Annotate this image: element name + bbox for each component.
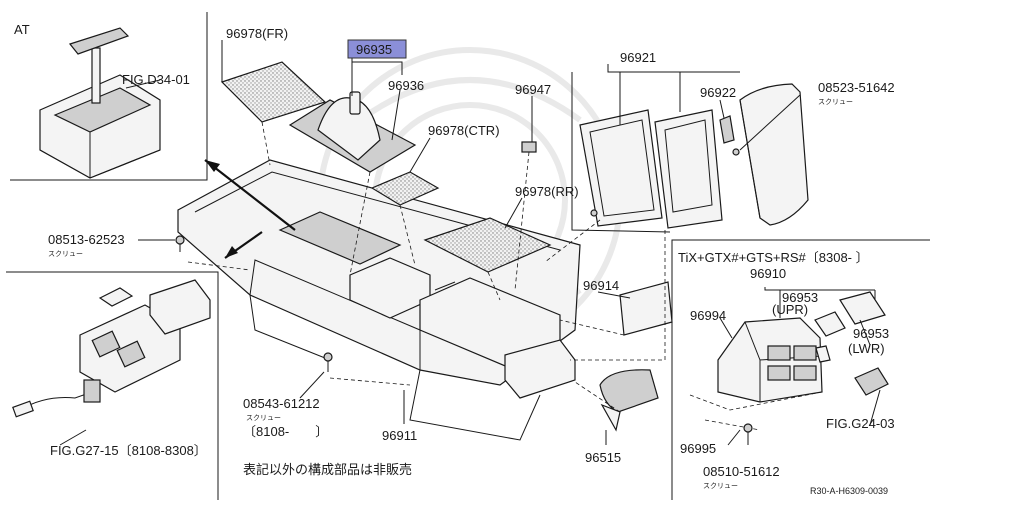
label-96914[interactable]: 96914	[583, 278, 619, 293]
label-96953-upr[interactable]: 96953	[782, 290, 818, 305]
label-08543[interactable]: 08543-61212	[243, 396, 320, 411]
frame-96921	[579, 109, 663, 227]
lid-96914	[619, 281, 673, 336]
console-opening	[278, 211, 402, 265]
cover-96953-lwr	[815, 345, 831, 363]
label-08523-jp: スクリュー	[818, 98, 853, 106]
note-jp: 表記以外の構成部品は非販売	[243, 462, 412, 477]
label-upr: (UPR)	[772, 302, 808, 317]
armrest-lid	[739, 83, 809, 226]
highlight-96935	[347, 39, 407, 59]
label-96994[interactable]: 96994	[690, 308, 726, 323]
pocket-lwr	[854, 367, 889, 396]
label-fig-g27: FIG.G27-15〔8108-8308〕	[50, 443, 207, 458]
label-08543-range: 〔8108- 〕	[243, 424, 328, 439]
bracket-96922	[719, 115, 735, 144]
label-96953-lwr[interactable]: 96953	[853, 326, 889, 341]
label-96935[interactable]: 96935	[356, 42, 392, 57]
label-96921[interactable]: 96921	[620, 50, 656, 65]
cover-96953-upr	[814, 311, 846, 337]
switch-unit	[83, 379, 101, 403]
shift-lever	[91, 47, 101, 104]
label-08513[interactable]: 08513-62523	[48, 232, 125, 247]
label-96995[interactable]: 96995	[680, 441, 716, 456]
inset-shift-panel: FIG.G27-15〔8108-8308〕	[6, 271, 219, 500]
label-96515[interactable]: 96515	[585, 450, 621, 465]
label-08523[interactable]: 08523-51642	[818, 80, 895, 95]
bracket-96921	[654, 109, 723, 229]
label-08513-jp: スクリュー	[48, 250, 83, 258]
label-96911[interactable]: 96911	[382, 428, 417, 443]
inset-variant	[671, 239, 930, 500]
label-96978-fr: 96978(FR)	[226, 26, 288, 41]
label-at: AT	[14, 22, 30, 37]
pad-96978-rr	[423, 217, 552, 273]
label-08510-jp: スクリュー	[703, 482, 738, 490]
pocket-tray	[149, 279, 211, 335]
label-08510[interactable]: 08510-51612	[703, 464, 780, 479]
clip-96947	[521, 141, 537, 153]
label-fig-g24: FIG.G24-03	[826, 416, 895, 431]
screw-08510	[743, 423, 753, 445]
screw-08523	[732, 148, 740, 156]
label-variant: TiX+GTX#+GTS+RS#〔8308- 〕	[678, 250, 869, 265]
label-lwr: (LWR)	[848, 341, 885, 356]
arrow-front	[204, 159, 296, 231]
screw-08513	[175, 235, 185, 252]
label-96910[interactable]: 96910	[750, 266, 786, 281]
label-96978-rr[interactable]: 96978(RR)	[515, 184, 579, 199]
label-fig-d34: FIG.D34-01	[122, 72, 190, 87]
label-96936[interactable]: 96936	[388, 78, 424, 93]
pad-96978-ctr	[370, 171, 440, 206]
label-08543-jp: スクリュー	[246, 414, 281, 422]
shift-knob	[68, 27, 130, 55]
inset-at: AT FIG.D34-01	[10, 12, 208, 181]
label-96978-ctr[interactable]: 96978(CTR)	[428, 123, 500, 138]
knob-96515	[599, 369, 659, 413]
assembly-lines	[187, 121, 666, 413]
pad-96978-fr	[220, 61, 327, 123]
screw-08543	[323, 352, 333, 372]
ref-code: R30-A-H6309-0039	[810, 486, 888, 496]
label-96922[interactable]: 96922	[700, 85, 736, 100]
screw-rear	[590, 209, 598, 217]
center-console	[177, 159, 581, 441]
label-96947[interactable]: 96947	[515, 82, 551, 97]
